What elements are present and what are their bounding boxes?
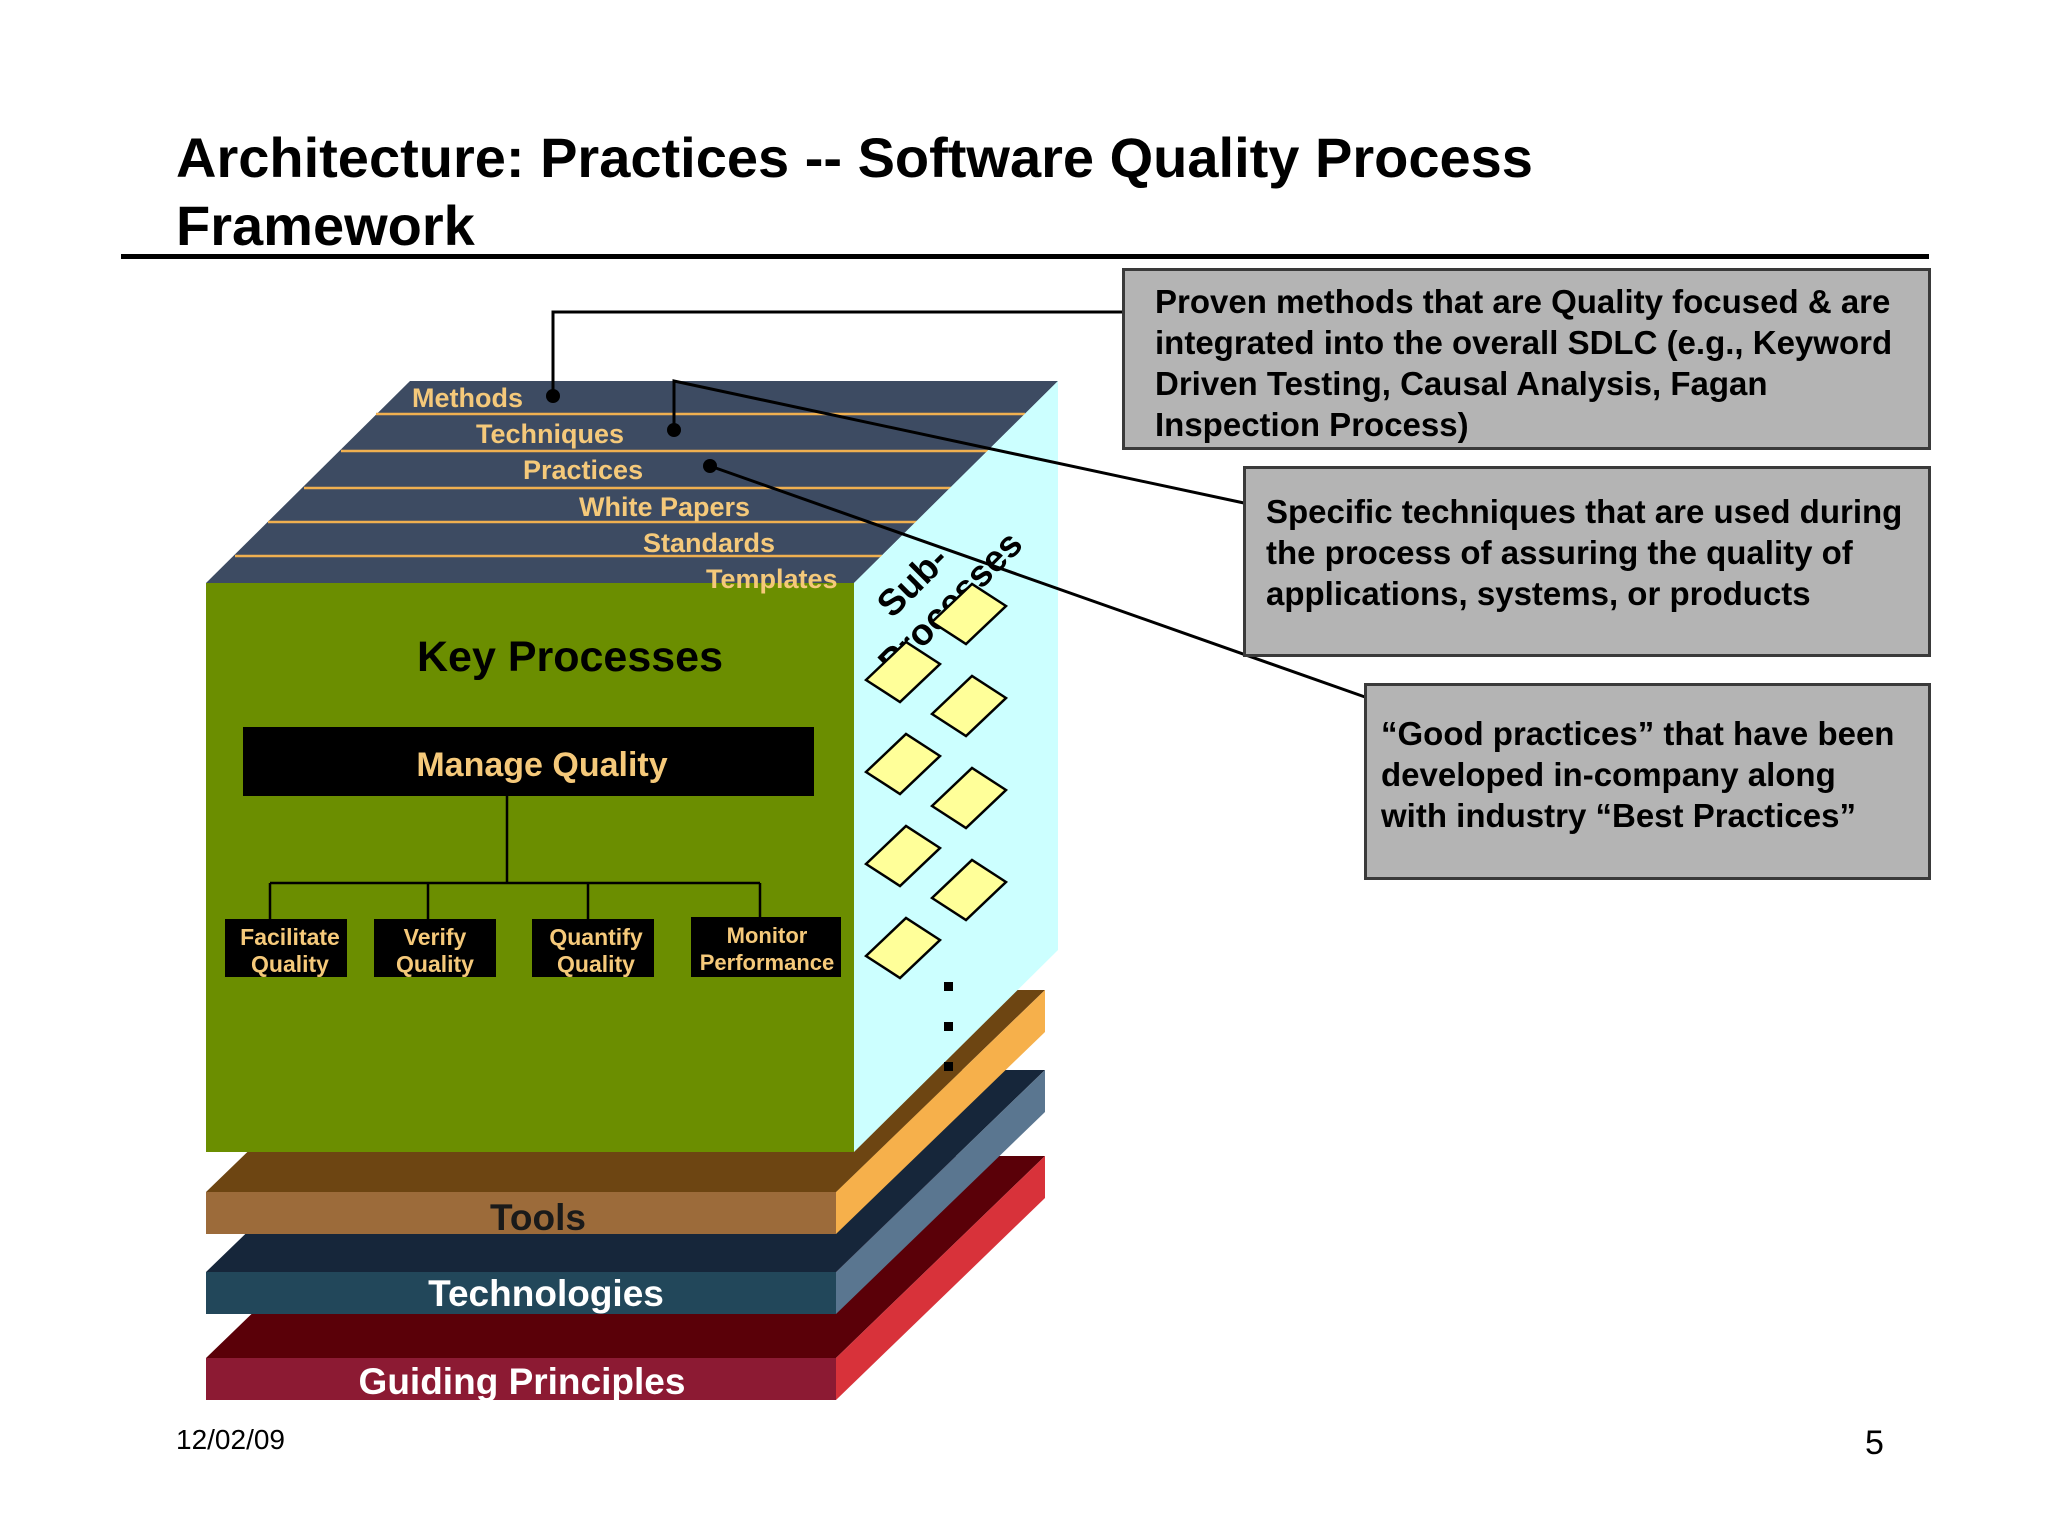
callout-connectors: [551, 310, 1366, 699]
title-divider: [121, 254, 1929, 259]
methods-callout: Proven methods that are Quality focused …: [1122, 268, 1931, 450]
page-title: Architecture: Practices -- Software Qual…: [176, 126, 1533, 257]
tools-front: [206, 1192, 836, 1234]
footer-date: 12/02/09: [176, 1424, 285, 1455]
layer-label-standards: Standards: [643, 528, 775, 558]
layer-label-techniques: Techniques: [476, 419, 624, 449]
cube-top-face: [206, 381, 1058, 583]
page-number: 5: [1865, 1424, 1884, 1462]
facilitate-quality-line-1: Facilitate: [240, 924, 340, 950]
tools-side: [836, 990, 1045, 1234]
top-face-labels: Methods Techniques Practices White Paper…: [412, 383, 838, 594]
layer-label-practices: Practices: [523, 455, 643, 485]
sub-process-box: [863, 916, 943, 980]
sub-process-box: [863, 732, 943, 796]
techniques-callout: Specific techniques that are used during…: [1243, 466, 1931, 657]
facilitate-quality-node: Facilitate Quality: [225, 919, 347, 977]
layer-label-methods: Methods: [412, 383, 523, 413]
tools-label: Tools: [490, 1197, 586, 1238]
facilitate-quality-line-2: Quality: [251, 951, 329, 977]
guiding-principles-label: Guiding Principles: [359, 1361, 686, 1402]
manage-quality-box: [243, 727, 814, 796]
dot: [944, 1062, 953, 1071]
process-tree-connectors: [268, 796, 762, 919]
dot: [944, 982, 953, 991]
verify-quality-line-1: Verify: [404, 924, 467, 950]
methods-callout-text: Proven methods that are Quality focused …: [1155, 283, 1893, 443]
continuation-dots: [944, 982, 953, 1071]
layer-label-templates: Templates: [706, 564, 838, 594]
guiding-principles-front: [206, 1358, 836, 1400]
key-processes-heading: Key Processes: [417, 633, 723, 681]
cube-front-face: [206, 583, 854, 1152]
technologies-front: [206, 1272, 836, 1314]
technologies-label: Technologies: [428, 1273, 664, 1314]
monitor-performance-line-2: Performance: [700, 950, 835, 975]
monitor-performance-line-1: Monitor: [727, 923, 808, 948]
verify-quality-node: Verify Quality: [374, 919, 496, 977]
quantify-quality-line-1: Quantify: [549, 924, 642, 950]
main-cube: Methods Techniques Practices White Paper…: [206, 381, 1058, 1152]
sub-process-box: [863, 640, 943, 704]
sub-process-box: [929, 582, 1009, 646]
technologies-side: [836, 1070, 1045, 1314]
techniques-connector: [672, 379, 1245, 505]
sub-process-box: [929, 674, 1009, 738]
layer-label-white-papers: White Papers: [579, 492, 750, 522]
verify-quality-line-2: Quality: [396, 951, 474, 977]
quantify-quality-node: Quantify Quality: [532, 919, 654, 977]
sub-process-boxes: [863, 582, 1009, 980]
connector-anchors: [546, 389, 717, 473]
guiding-principles-side: [836, 1156, 1045, 1400]
methods-connector: [551, 310, 1124, 396]
sub-process-box: [863, 824, 943, 888]
sub-process-box: [929, 766, 1009, 830]
practices-callout-text: “Good practices” that have been develope…: [1381, 715, 1895, 834]
monitor-performance-node: Monitor Performance: [691, 917, 841, 977]
sub-process-box: [929, 858, 1009, 922]
techniques-callout-text: Specific techniques that are used during…: [1266, 493, 1903, 612]
manage-quality-label: Manage Quality: [416, 746, 667, 784]
practices-connector: [709, 464, 1366, 699]
dot: [944, 1022, 953, 1031]
top-face-stripes: [235, 412, 1025, 558]
methods-anchor-dot: [546, 389, 560, 403]
techniques-anchor-dot: [667, 423, 681, 437]
quantify-quality-line-2: Quality: [557, 951, 635, 977]
practices-callout: “Good practices” that have been develope…: [1364, 683, 1931, 880]
practices-anchor-dot: [703, 459, 717, 473]
